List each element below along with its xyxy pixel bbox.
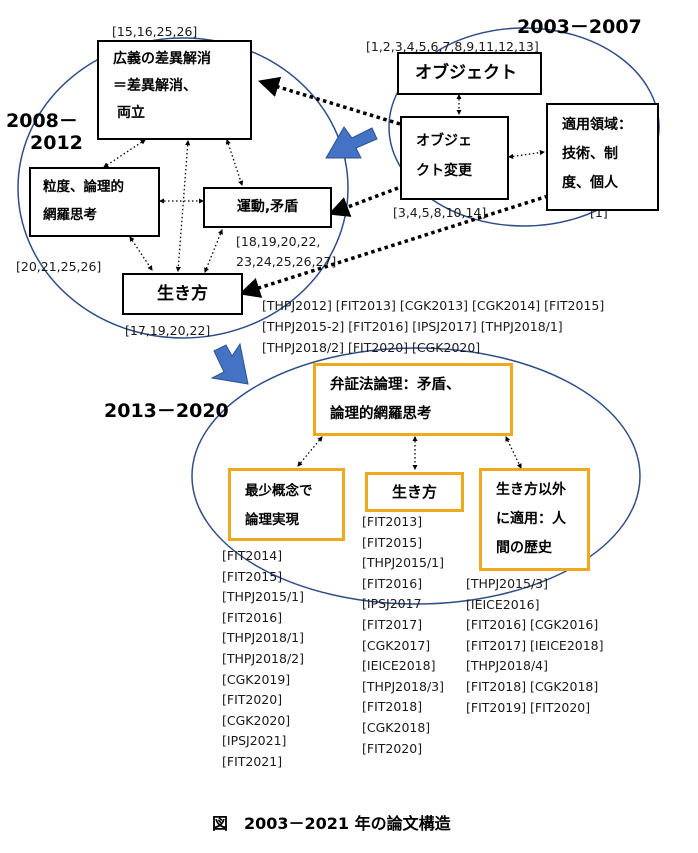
box-igai-line3: 間の歴史: [496, 540, 552, 556]
box-saisho: 最少概念で 論理実現: [228, 468, 345, 541]
box-objhen-line2: クト変更: [416, 163, 472, 179]
box-kougi: 広義の差異解消 ＝差異解消、 両立: [97, 40, 252, 140]
ref-row-1: [THPJ2012] [FIT2013] [CGK2013] [CGK2014]…: [262, 298, 605, 313]
ref-item: [CGK2019]: [222, 671, 291, 687]
ref-item: [FIT2017] [IEICE2018]: [466, 637, 604, 653]
ref-item: [FIT2016] [CGK2016]: [466, 617, 599, 633]
box-igai-line1: 生き方以外: [496, 482, 566, 498]
ref-item: [THPJ2018/2]: [222, 650, 304, 666]
ref-row-2: [THPJ2015-2] [FIT2016] [IPSJ2017] [THPJ2…: [262, 319, 563, 334]
ref-20-26: [20,21,25,26]: [16, 259, 102, 274]
ref-item: [IPSJ2017: [362, 596, 422, 612]
period-2008-line1: 2008－: [6, 110, 78, 132]
box-tekiyo-line2: 技術、制: [562, 146, 618, 162]
box-undou-label: 運動,矛盾: [236, 199, 299, 215]
ref-item: [FIT2016]: [362, 575, 423, 591]
ref-item: [CGK2020]: [222, 712, 291, 728]
box-tekiyo: 適用領域： 技術、制 度、個人: [546, 103, 659, 211]
ref-item: [FIT2020]: [362, 740, 423, 756]
ellipse-2008: [17, 37, 349, 339]
box-objhen: オブジェ クト変更: [400, 116, 509, 200]
box-ryudo-line2: 網羅思考: [43, 207, 97, 223]
box-bensho-line2: 論理的網羅思考: [330, 406, 432, 422]
ref-item: [THPJ2018/3]: [362, 678, 444, 694]
period-2003: 2003－2007: [517, 16, 642, 38]
ellipse-2003: [388, 27, 660, 227]
ref-item: [THPJ2018/1]: [222, 630, 304, 646]
box-tekiyo-line3: 度、個人: [562, 175, 618, 191]
ref-item: [IPSJ2021]: [222, 733, 287, 749]
block-arrow-down: [210, 342, 249, 385]
box-object-label: オブジェクト: [415, 63, 517, 83]
box-ikikata-bottom: 生き方: [365, 472, 464, 512]
ref-item: [FIT2015]: [362, 534, 423, 550]
box-objhen-line1: オブジェ: [416, 133, 472, 149]
ref-item: [CGK2017]: [362, 637, 431, 653]
ref-row-3: [THPJ2018/2] [FIT2020] [CGK2020]: [262, 340, 481, 355]
ref-15-26: [15,16,25,26]: [112, 24, 198, 39]
ref-1-13: [1,2,3,4,5,6,7,8,9,11,12,13]: [366, 39, 539, 54]
ref-item: [THPJ2015/3]: [466, 576, 548, 591]
ref-column-right: [THPJ2015/3] [IEICE2016] [FIT2016] [CGK2…: [466, 574, 604, 718]
box-bensho-line1: 弁証法論理：矛盾、: [330, 377, 461, 393]
box-saisho-line1: 最少概念で: [245, 483, 313, 499]
box-undou: 運動,矛盾: [203, 187, 332, 228]
box-ikikata-bottom-label: 生き方: [391, 483, 437, 501]
arrow-objhen-to-undou: [328, 186, 399, 217]
ref-item: [CGK2018]: [362, 719, 431, 735]
box-saisho-line2: 論理実現: [245, 512, 299, 528]
ref-item: [FIT2020]: [222, 692, 283, 708]
box-ikikata-top-label: 生き方: [157, 284, 208, 304]
ref-item: [FIT2016]: [222, 609, 283, 625]
ellipse-2013: [191, 347, 641, 605]
box-kougi-line3: 両立: [117, 105, 145, 121]
ref-item: [IEICE2018]: [362, 658, 436, 674]
ref-item: [IEICE2016]: [466, 596, 540, 612]
box-ryudo: 粒度、論理的 網羅思考: [29, 167, 160, 237]
box-ikikata-top: 生き方: [122, 273, 243, 315]
ref-3-14: [3,4,5,8,10,14]: [393, 205, 487, 220]
arrow-tekiyo-to-ikikata: [238, 194, 549, 298]
ref-item: [FIT2018]: [362, 699, 423, 715]
ref-18-27-a: [18,19,20,22,: [236, 234, 321, 249]
box-object: オブジェクト: [397, 52, 542, 95]
box-tekiyo-line1: 適用領域：: [562, 117, 632, 133]
box-ryudo-line1: 粒度、論理的: [43, 179, 124, 195]
box-igai-line2: に適用：人: [496, 511, 566, 527]
ref-item: [THPJ2015/1]: [362, 555, 444, 571]
box-bensho: 弁証法論理：矛盾、 論理的網羅思考: [313, 363, 513, 436]
ref-item: [THPJ2015/1]: [222, 589, 304, 605]
ref-17-22: [17,19,20,22]: [125, 323, 211, 338]
ref-item: [FIT2019] [FIT2020]: [466, 699, 591, 715]
arrow-objhen-to-kougi: [257, 76, 401, 126]
period-2013: 2013－2020: [104, 400, 229, 422]
ref-item: [FIT2018] [CGK2018]: [466, 678, 599, 694]
ref-item: [FIT2014]: [222, 548, 283, 563]
ref-18-27-b: 23,24,25,26,27]: [236, 254, 337, 269]
ref-item: [FIT2021]: [222, 753, 283, 769]
ref-item: [THPJ2018/4]: [466, 658, 548, 674]
ref-column-left: [FIT2014] [FIT2015] [THPJ2015/1] [FIT201…: [222, 546, 304, 773]
box-kougi-line2: ＝差異解消、: [113, 78, 197, 94]
block-arrow-left: [325, 126, 378, 159]
box-igai: 生き方以外 に適用：人 間の歴史: [479, 468, 590, 571]
ref-item: [FIT2013]: [362, 514, 423, 529]
ref-item: [FIT2017]: [362, 616, 423, 632]
period-2008-line2: 2012: [30, 132, 83, 154]
ref-item: [FIT2015]: [222, 568, 283, 584]
ref-column-middle: [FIT2013] [FIT2015] [THPJ2015/1] [FIT201…: [362, 512, 444, 759]
box-kougi-line1: 広義の差異解消: [113, 51, 211, 67]
figure-caption: 図 2003－2021 年の論文構造: [212, 814, 451, 833]
